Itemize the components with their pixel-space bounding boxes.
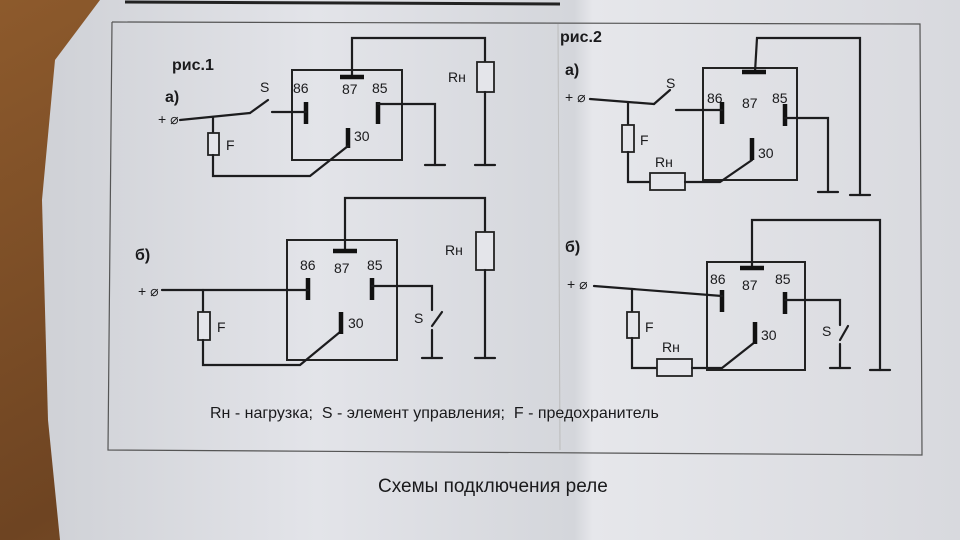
pin-85-label: 85 — [775, 271, 791, 287]
fig2-title: рис.2 — [560, 29, 602, 46]
load-label: Rн — [448, 69, 466, 85]
diagram-fig2-b: б) + ⌀ 86 87 85 F Rн 30 S — [565, 218, 892, 377]
top-border-line — [124, 0, 561, 6]
load-label: Rн — [655, 154, 673, 170]
pin-87-label: 87 — [742, 95, 758, 111]
pin-85-label: 85 — [772, 90, 788, 106]
fuse — [207, 132, 220, 156]
variant-label: б) — [565, 239, 580, 256]
load-resistor — [476, 61, 495, 93]
relay-box — [706, 261, 806, 371]
fuse — [626, 311, 640, 339]
load-label: Rн — [445, 242, 463, 258]
fig1-title: рис.1 — [172, 57, 214, 74]
paper-fold — [557, 23, 561, 451]
switch-label: S — [666, 75, 675, 91]
fuse — [621, 124, 635, 153]
switch-label: S — [260, 79, 269, 95]
input-terminal-label: + ⌀ — [565, 89, 586, 105]
fuse-label: F — [640, 132, 649, 148]
pin-30-label: 30 — [758, 145, 774, 161]
switch-label: S — [822, 323, 831, 339]
load-resistor — [656, 358, 693, 377]
pin-87-label: 87 — [334, 260, 350, 276]
load-resistor — [475, 231, 495, 271]
caption: Схемы подключения реле — [378, 476, 608, 497]
pin-86-label: 86 — [710, 271, 726, 287]
pin-87-label: 87 — [742, 277, 758, 293]
diagram-fig1-b: б) + ⌀ 86 87 85 Rн F 30 S — [135, 196, 497, 367]
pin-87-label: 87 — [342, 81, 358, 97]
fuse — [197, 311, 211, 341]
variant-label: б) — [135, 247, 150, 264]
load-resistor — [649, 172, 686, 191]
paper-sheet — [42, 0, 960, 540]
fuse-label: F — [645, 319, 654, 335]
input-terminal-label: + ⌀ — [138, 283, 159, 299]
pin-86-label: 86 — [293, 80, 309, 96]
pin-85-label: 85 — [367, 257, 383, 273]
relay-box — [286, 239, 398, 361]
pin-30-label: 30 — [354, 128, 370, 144]
pin-85-label: 85 — [372, 80, 388, 96]
pin-30-label: 30 — [348, 315, 364, 331]
variant-label: а) — [165, 89, 179, 106]
relay-box — [291, 69, 403, 161]
diagram-fig1-a: а) + ⌀ 86 87 85 Rн 30 S F — [158, 36, 497, 178]
variant-label: а) — [565, 62, 579, 79]
fuse-label: F — [226, 137, 235, 153]
pin-86-label: 86 — [300, 257, 316, 273]
diagram-frame — [107, 21, 923, 456]
input-terminal-label: + ⌀ — [158, 111, 179, 127]
diagram-fig2-a: а) + ⌀ 86 87 85 S F Rн 30 — [565, 36, 872, 197]
load-label: Rн — [662, 339, 680, 355]
input-terminal-label: + ⌀ — [567, 276, 588, 292]
legend: Rн - нагрузка; S - элемент управления; F… — [210, 405, 659, 422]
pin-30-label: 30 — [761, 327, 777, 343]
switch-label: S — [414, 310, 423, 326]
pin-86-label: 86 — [707, 90, 723, 106]
relay-box — [702, 67, 798, 181]
fuse-label: F — [217, 319, 226, 335]
